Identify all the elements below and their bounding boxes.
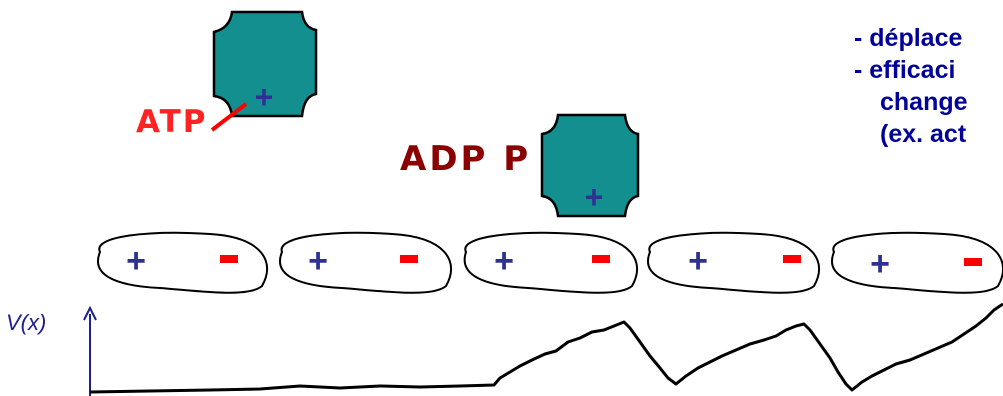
- bullet-2: - efficaci: [854, 56, 956, 84]
- atp-label: ATP: [136, 104, 207, 140]
- plus-sign-motor-2: +: [585, 179, 604, 215]
- subunit-1-plus: +: [126, 242, 146, 280]
- motor-protein-atp: [212, 10, 318, 118]
- bullet-2-cont-2: (ex. act: [880, 120, 967, 148]
- potential-curve: [89, 302, 1003, 394]
- subunit-1: [97, 231, 269, 294]
- subunit-1-minus: [220, 255, 238, 263]
- subunit-3: [463, 231, 638, 294]
- axis-label-v: V(x): [6, 310, 46, 335]
- subunit-4-minus: [783, 255, 801, 263]
- subunit-2: [279, 231, 452, 294]
- bullet-2-cont-1: change: [880, 88, 968, 116]
- subunit-2-minus: [400, 255, 418, 263]
- subunit-4-plus: +: [688, 242, 708, 280]
- motor-protein-adp: [540, 113, 640, 218]
- subunit-5-minus: [964, 258, 982, 266]
- atp-bond-line: [210, 102, 248, 132]
- y-axis-arrow: [83, 305, 97, 396]
- adp-p-label: ADP P: [400, 139, 531, 179]
- bullet-1: - déplace: [854, 24, 963, 52]
- subunit-5: [831, 231, 1003, 294]
- filament: [97, 231, 1003, 294]
- subunit-3-plus: +: [494, 242, 514, 280]
- bullet-list: - déplace - efficaci change (ex. act: [854, 22, 1003, 150]
- subunit-4: [647, 231, 820, 294]
- plus-sign-motor-1: +: [255, 79, 274, 115]
- subunit-5-plus: +: [870, 245, 890, 283]
- subunit-2-plus: +: [308, 242, 328, 280]
- subunit-3-minus: [592, 255, 610, 263]
